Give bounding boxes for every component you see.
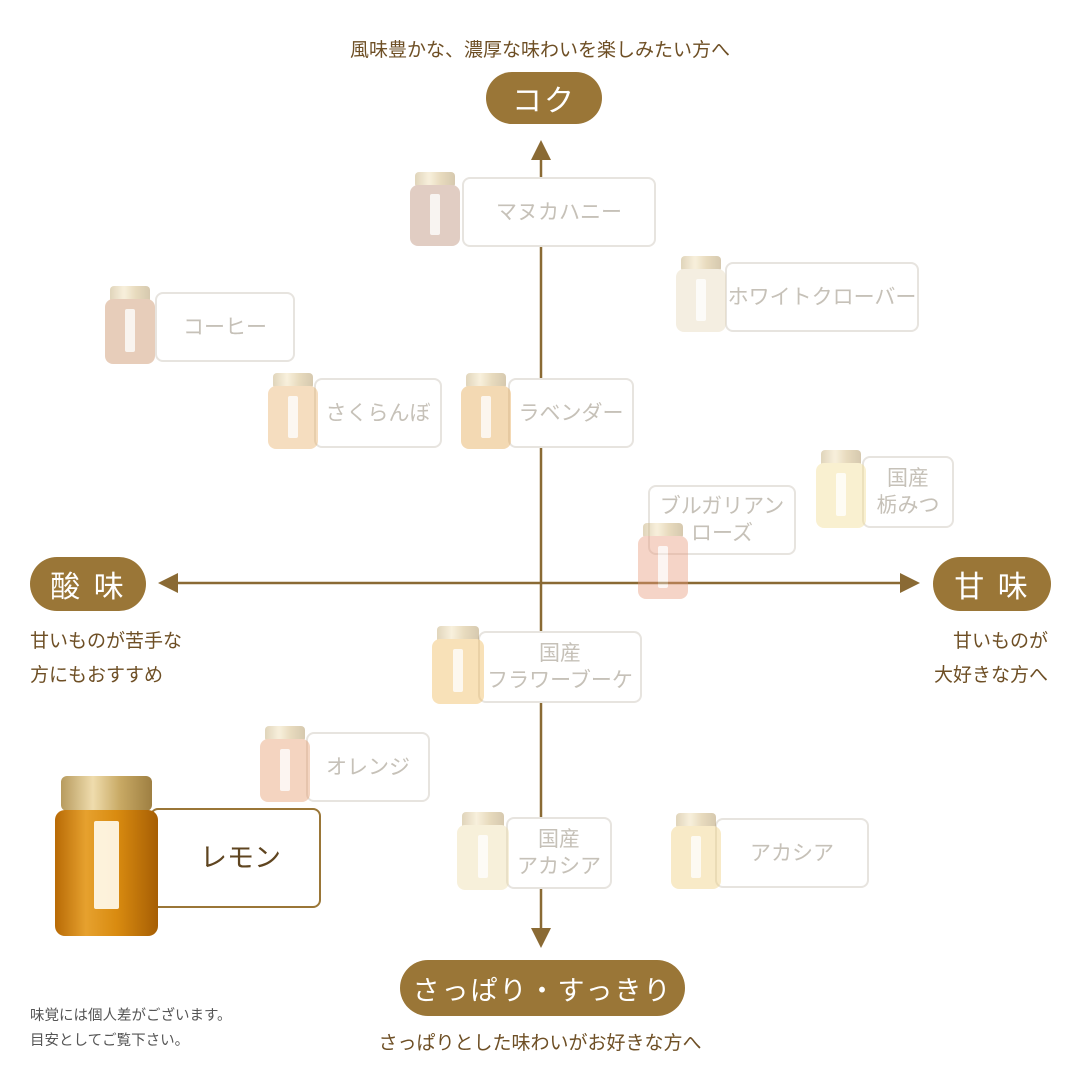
richness-label: コク [486,72,602,124]
sourness-desc-line2: 方にもおすすめ [30,664,164,686]
card-white-clover-label: ホワイトクローバー [727,284,917,309]
card-lemon[interactable]: レモン [150,808,321,908]
card-coffee[interactable]: コーヒー [155,292,295,362]
card-tochi-line2: 栃みつ [876,493,940,517]
card-acacia-domestic[interactable]: 国産アカシア [506,817,612,889]
card-coffee-label: コーヒー [183,314,267,339]
card-manuka-label: マヌカハニー [496,199,622,224]
card-orange[interactable]: オレンジ [306,732,430,802]
card-sakuranbo-label: さくらんぼ [325,400,431,425]
sourness-label: 酸 味 [30,557,146,611]
sweetness-desc: 甘いものが 大好きな方へ [880,624,1048,692]
jar-orange-icon [260,726,310,802]
card-flower-bouquet-line2: フラワーブーケ [487,668,633,692]
jar-manuka-icon [410,172,460,246]
sweetness-desc-line2: 大好きな方へ [933,664,1048,686]
jar-acacia-icon [671,813,721,889]
jar-acacia-domestic-icon [457,812,509,890]
card-manuka[interactable]: マヌカハニー [462,177,656,247]
jar-bulgarian-rose-icon [638,523,688,599]
card-acacia-domestic-line1: 国産 [538,827,580,851]
sourness-desc-line1: 甘いものが苦手な [30,630,183,652]
sweetness-desc-line1: 甘いものが [952,630,1048,652]
card-acacia[interactable]: アカシア [715,818,869,888]
jar-flower-bouquet-icon [432,626,484,704]
jar-lemon-icon [55,776,158,936]
jar-lavender-icon [461,373,511,449]
card-acacia-domestic-line2: アカシア [517,854,601,878]
refreshing-label: さっぱり・すっきり [400,960,685,1016]
jar-white-clover-icon [676,256,726,332]
card-tochi[interactable]: 国産栃みつ [862,456,954,528]
card-orange-label: オレンジ [326,754,410,779]
card-lavender[interactable]: ラベンダー [508,378,634,448]
jar-tochi-icon [816,450,866,528]
card-tochi-line1: 国産 [887,466,929,490]
card-acacia-label: アカシア [750,840,834,865]
card-lemon-label: レモン [200,842,281,874]
card-white-clover[interactable]: ホワイトクローバー [725,262,919,332]
card-sakuranbo[interactable]: さくらんぼ [314,378,442,448]
disclaimer-line2: 目安としてご覧下さい。 [30,1033,190,1049]
jar-coffee-icon [105,286,155,364]
card-flower-bouquet[interactable]: 国産フラワーブーケ [478,631,642,703]
bottom-axis-caption: さっぱりとした味わいがお好きな方へ [378,1032,702,1054]
sourness-desc: 甘いものが苦手な 方にもおすすめ [30,624,182,692]
card-flower-bouquet-line1: 国産 [539,641,581,665]
card-bulgarian-rose[interactable]: ブルガリアンローズ [648,485,796,555]
card-bulgarian-rose-line1: ブルガリアン [659,494,785,518]
disclaimer-note: 味覚には個人差がございます。 目安としてご覧下さい。 [30,1004,232,1054]
jar-sakuranbo-icon [268,373,318,449]
card-lavender-label: ラベンダー [518,400,624,425]
card-bulgarian-rose-line2: ローズ [691,521,753,545]
top-axis-caption: 風味豊かな、濃厚な味わいを楽しみたい方へ [349,39,730,61]
sweetness-label: 甘 味 [933,557,1051,611]
disclaimer-line1: 味覚には個人差がございます。 [30,1008,232,1024]
